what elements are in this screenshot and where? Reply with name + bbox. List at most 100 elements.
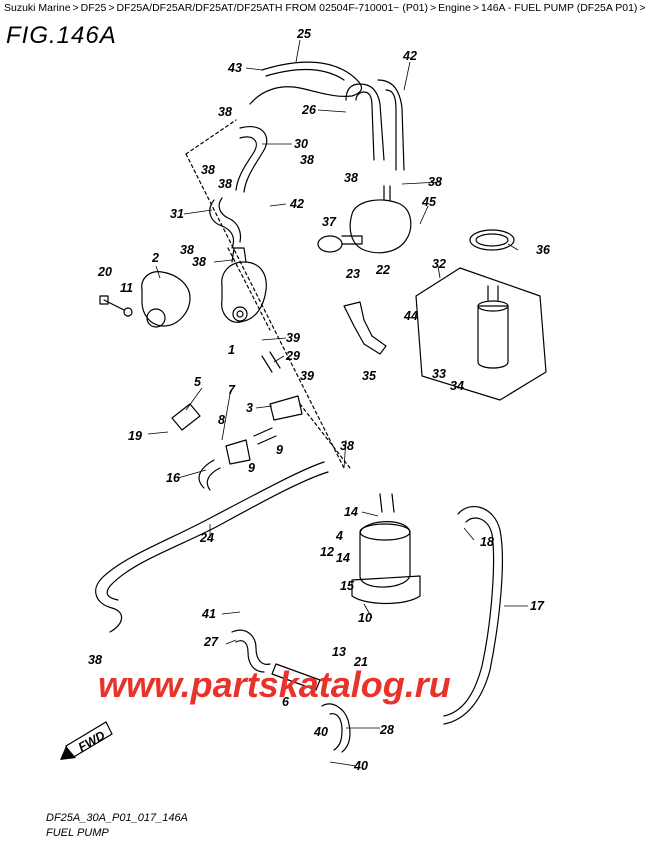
breadcrumb-item-current: 146A - FUEL PUMP (DF25A P01)	[481, 2, 638, 14]
callout-5[interactable]: 5	[194, 375, 202, 389]
callout-1[interactable]: 1	[228, 343, 235, 357]
callout-4[interactable]: 4	[335, 529, 343, 543]
callout-31[interactable]: 31	[170, 207, 184, 221]
guide-line-2	[185, 119, 237, 155]
callout-6[interactable]: 6	[282, 695, 290, 709]
callout-17[interactable]: 17	[530, 599, 545, 613]
callout-19[interactable]: 19	[128, 429, 142, 443]
pump-top	[231, 247, 247, 263]
callout-38[interactable]: 38	[344, 171, 358, 185]
guide-line	[185, 153, 351, 469]
callout-43[interactable]: 43	[227, 61, 242, 75]
callout-35[interactable]: 35	[362, 369, 377, 383]
breadcrumb-item-suzuki-marine[interactable]: Suzuki Marine	[4, 2, 71, 14]
breadcrumb-separator: >	[472, 2, 480, 14]
filter-cap-22	[349, 199, 412, 254]
forward-arrow-icon: FWD	[60, 721, 113, 760]
callout-3[interactable]: 3	[246, 401, 253, 415]
hose-27	[231, 629, 271, 665]
callout-32[interactable]: 32	[432, 257, 446, 271]
callout-14[interactable]: 14	[344, 505, 358, 519]
callout-10[interactable]: 10	[358, 611, 372, 625]
callout-15[interactable]: 15	[340, 579, 355, 593]
callout-24[interactable]: 24	[199, 531, 214, 545]
callout-42[interactable]: 42	[402, 49, 417, 63]
callout-38[interactable]: 38	[88, 653, 102, 667]
callout-20[interactable]: 20	[97, 265, 112, 279]
callout-38[interactable]: 38	[340, 439, 354, 453]
valve-7	[225, 439, 251, 465]
hose-28	[321, 703, 351, 753]
breadcrumb-separator: >	[72, 2, 79, 14]
callout-21[interactable]: 21	[353, 655, 368, 669]
fuel-pump-base	[351, 575, 421, 605]
callout-22[interactable]: 22	[375, 263, 390, 277]
callout-42[interactable]: 42	[289, 197, 304, 211]
callout-16[interactable]: 16	[166, 471, 181, 485]
bolt-20	[99, 295, 125, 311]
callout-26[interactable]: 26	[301, 103, 317, 117]
callout-28[interactable]: 28	[379, 723, 394, 737]
hose-26b	[355, 91, 375, 161]
callout-7[interactable]: 7	[228, 383, 236, 397]
hose-25-inner	[265, 69, 345, 81]
hose-17	[443, 505, 503, 725]
hose-31b	[218, 197, 242, 243]
callout-38[interactable]: 38	[192, 255, 206, 269]
callout-12[interactable]: 12	[320, 545, 334, 559]
callout-40[interactable]: 40	[353, 759, 368, 773]
joint-3	[269, 395, 303, 421]
callout-27[interactable]: 27	[203, 635, 219, 649]
callout-2[interactable]: 2	[151, 251, 159, 265]
callout-38[interactable]: 38	[428, 175, 442, 189]
callout-11[interactable]: 11	[120, 281, 133, 295]
breadcrumb-item-variant[interactable]: DF25A/DF25AR/DF25AT/DF25ATH FROM 02504F-…	[116, 2, 429, 14]
callout-37[interactable]: 37	[322, 215, 337, 229]
callout-14[interactable]: 14	[336, 551, 350, 565]
callout-38[interactable]: 38	[218, 177, 232, 191]
breadcrumb-item-model[interactable]: DF25	[80, 2, 107, 14]
callout-18[interactable]: 18	[480, 535, 494, 549]
callout-34[interactable]: 34	[450, 379, 464, 393]
callout-38[interactable]: 38	[201, 163, 215, 177]
callout-9[interactable]: 9	[276, 443, 283, 457]
fwd-label: FWD	[76, 728, 108, 754]
filter-canister	[477, 305, 509, 369]
callout-38[interactable]: 38	[300, 153, 314, 167]
callout-25[interactable]: 25	[296, 27, 312, 41]
breadcrumb-item-section[interactable]: Engine	[438, 2, 471, 14]
callout-41[interactable]: 41	[201, 607, 216, 621]
callout-45[interactable]: 45	[421, 195, 437, 209]
callout-23[interactable]: 23	[345, 267, 360, 281]
pump-port	[232, 306, 248, 322]
callout-44[interactable]: 44	[403, 309, 418, 323]
callout-9[interactable]: 9	[248, 461, 255, 475]
cover-ring	[146, 308, 166, 328]
hose-28b	[329, 713, 343, 751]
callout-8[interactable]: 8	[218, 413, 225, 427]
fuel-pump-4	[359, 521, 411, 588]
joint-13	[271, 663, 321, 691]
inset-frame-32	[415, 267, 547, 401]
callout-39[interactable]: 39	[286, 331, 300, 345]
leader-lines	[147, 39, 528, 767]
clamp-36	[469, 229, 515, 251]
callout-40[interactable]: 40	[313, 725, 328, 739]
hose-26	[345, 83, 385, 161]
hose-29	[261, 351, 281, 373]
callout-36[interactable]: 36	[536, 243, 551, 257]
callout-39[interactable]: 39	[300, 369, 314, 383]
breadcrumb-separator: >	[108, 2, 115, 14]
callout-33[interactable]: 33	[432, 367, 446, 381]
callout-29[interactable]: 29	[285, 349, 300, 363]
breadcrumb-separator: >	[430, 2, 437, 14]
pump-body-1	[221, 261, 267, 323]
hose-17b	[443, 517, 495, 717]
hose-25	[249, 61, 363, 105]
callout-13[interactable]: 13	[332, 645, 346, 659]
callout-38[interactable]: 38	[180, 243, 194, 257]
hose-16b	[206, 467, 221, 491]
callout-38[interactable]: 38	[218, 105, 232, 119]
footer-code: DF25A_30A_P01_017_146A	[46, 812, 188, 824]
callout-30[interactable]: 30	[294, 137, 308, 151]
